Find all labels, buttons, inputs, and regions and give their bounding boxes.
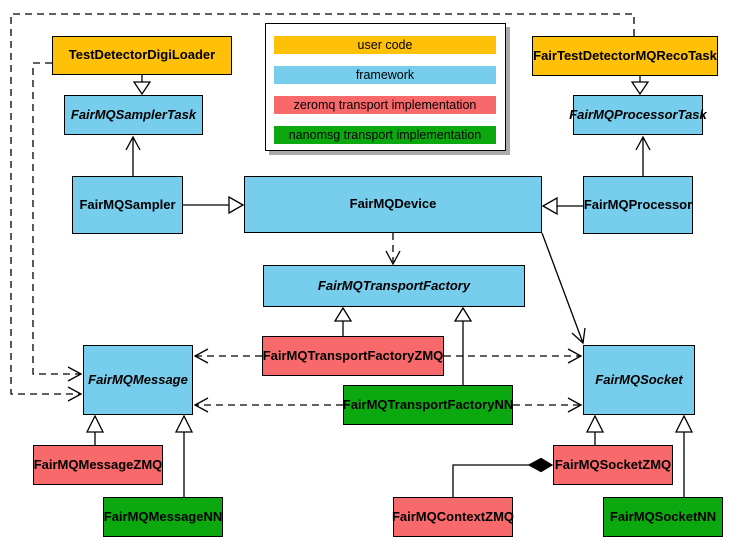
edge-dependency-fairmqtransportfactorynn-fairmqmessage [193,397,343,413]
node-fairmqsampler: FairMQSampler [72,176,183,234]
legend-item-nanomsg: nanomsg transport implementation [274,126,496,144]
node-fairmqsamplertask: FairMQSamplerTask [64,95,203,135]
node-fairmqmessagenn: FairMQMessageNN [103,497,223,537]
edge-inheritance-fairmqtransportfactoryzmq-fairmqtransportfactory [333,306,353,336]
legend: user code framework zeromq transport imp… [265,23,506,151]
node-fairmqtransportfactoryzmq: FairMQTransportFactoryZMQ [262,336,444,376]
node-fairmqcontextzmq: FairMQContextZMQ [392,497,514,537]
edge-inheritance-fairmqsampler-fairmqdevice [183,195,245,215]
node-fairmqsocketnn: FairMQSocketNN [603,497,723,537]
edge-dependency-fairtestdetectormqrecotask-fairmqmessage [10,13,635,402]
edge-composition-fairmqcontextzmq-fairmqsocketzmq [452,457,554,497]
edge-inheritance-fairmqsocketzmq-fairmqsocket [585,414,605,445]
legend-item-framework: framework [274,66,496,84]
edge-association-fairmqprocessor-fairmqprocessortask [635,135,651,176]
node-fairmqtransportfactorynn: FairMQTransportFactoryNN [343,385,513,425]
edge-dependency-fairmqtransportfactorynn-fairmqsocket [513,397,583,413]
node-fairtestdetectormqrecotask: FairTestDetectorMQRecoTask [532,36,718,76]
node-fairmqsocketzmq: FairMQSocketZMQ [553,445,673,485]
node-fairmqsocket: FairMQSocket [583,345,695,415]
edge-inheritance-fairmqsocketnn-fairmqsocket [674,414,694,497]
legend-item-user-code: user code [274,36,496,54]
node-fairmqdevice: FairMQDevice [244,176,542,233]
node-fairmqmessage: FairMQMessage [83,345,193,415]
edge-association-fairmqsampler-fairmqsamplertask [125,135,141,176]
edge-inheritance-testdetectordigiloader-fairmqsamplertask [132,75,152,96]
edge-dependency-testdetectordigiloader-fairmqmessage [32,62,83,382]
node-fairmqprocessor: FairMQProcessor [583,176,693,234]
edge-association-fairmqdevice-fairmqsocket [541,232,586,345]
node-fairmqprocessortask: FairMQProcessorTask [569,95,707,135]
edge-dependency-fairmqtransportfactoryzmq-fairmqmessage [193,348,262,364]
node-testdetectordigiloader: TestDetectorDigiLoader [52,36,232,75]
edge-inheritance-fairmqprocessor-fairmqdevice [541,196,583,216]
node-fairmqmessagezmq: FairMQMessageZMQ [33,445,163,485]
legend-item-zeromq: zeromq transport implementation [274,96,496,114]
edge-inheritance-fairmqmessagezmq-fairmqmessage [85,414,105,445]
edge-dependency-fairmqdevice-fairmqtransportfactory [385,233,401,266]
node-fairmqtransportfactory: FairMQTransportFactory [263,265,525,307]
edge-inheritance-fairtestdetectormqrecotask-fairmqprocessortask [630,76,650,96]
edge-dependency-fairmqtransportfactoryzmq-fairmqsocket [444,348,583,364]
edge-inheritance-fairmqmessagenn-fairmqmessage [174,414,194,497]
edge-inheritance-fairmqtransportfactorynn-fairmqtransportfactory [453,306,473,385]
